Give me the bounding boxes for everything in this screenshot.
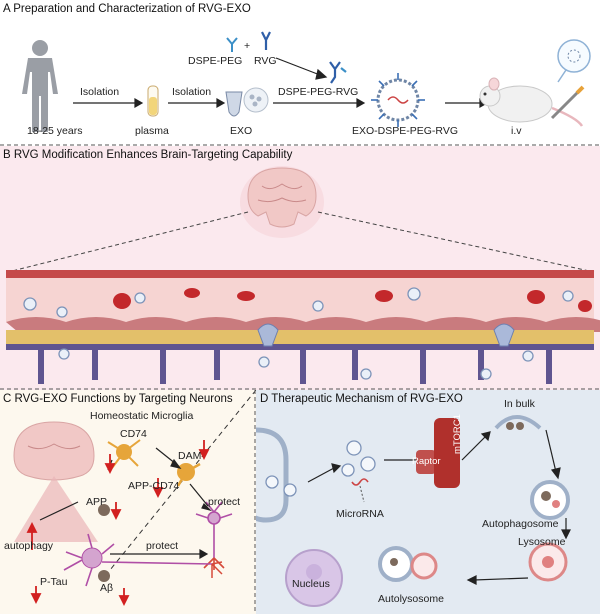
age-label: 18-25 years xyxy=(27,125,83,137)
autophagosome-label: Autophagosome xyxy=(482,518,559,530)
autophagosome-icon xyxy=(530,480,570,520)
in-bulk-label: In bulk xyxy=(504,398,535,410)
panel-a: A Preparation and Characterization of RV… xyxy=(0,0,600,146)
plasma-tube-icon xyxy=(147,85,159,117)
dspe-peg-label: DSPE-PEG xyxy=(188,55,243,67)
homeostatic-microglia-icon xyxy=(107,439,141,469)
raptor-label: Raptor xyxy=(412,456,441,467)
brain-icon xyxy=(240,166,324,238)
microrna-icon xyxy=(351,478,369,486)
exosome-bubble-icon xyxy=(557,39,591,83)
microrna-label: MicroRNA xyxy=(336,508,384,520)
mtorc1-label: mTORC1 xyxy=(452,414,463,454)
diseased-neuron-icon xyxy=(63,533,223,587)
panel-d: D Therapeutic Mechanism of RVG-EXO In bu… xyxy=(256,390,600,614)
syringe-icon xyxy=(550,85,585,120)
cd74-label: CD74 xyxy=(120,428,147,440)
mouse-icon xyxy=(479,77,584,127)
plasma-label: plasma xyxy=(135,125,169,137)
red-blood-cell-icon xyxy=(113,288,592,312)
in-bulk-vesicle-icon xyxy=(494,415,542,430)
iv-label: i.v xyxy=(511,125,522,137)
p-tau-label: P-Tau xyxy=(40,576,68,588)
exo-tube-icon xyxy=(225,87,269,117)
panel-d-title: D Therapeutic Mechanism of RVG-EXO xyxy=(260,393,463,405)
protect-label-1: protect xyxy=(208,496,241,508)
app-cd74-label: APP-CD74 xyxy=(128,480,180,492)
lysosome-icon xyxy=(528,542,568,582)
transcytosis-vesicle-icon xyxy=(257,323,515,347)
panel-b: B RVG Modification Enhances Brain-Target… xyxy=(0,146,600,390)
exo-dspe-peg-rvg-label: EXO-DSPE-PEG-RVG xyxy=(352,125,458,137)
lysosome-label: Lysosome xyxy=(518,536,566,548)
autophagy-label: autophagy xyxy=(4,540,54,552)
engineered-exosome-icon xyxy=(371,73,425,127)
exo-label: EXO xyxy=(230,125,253,137)
panel-a-title: A Preparation and Characterization of RV… xyxy=(3,3,251,15)
nucleus-label: Nucleus xyxy=(292,578,330,590)
mtorc1-complex-icon xyxy=(416,418,460,488)
isolation-label-1: Isolation xyxy=(80,86,120,98)
dspe-peg-rvg-icon xyxy=(329,61,347,84)
nucleus-icon xyxy=(285,549,343,607)
abeta-label: Aβ xyxy=(100,582,114,594)
panel-b-title: B RVG Modification Enhances Brain-Target… xyxy=(3,149,293,161)
neuron-icon xyxy=(195,501,233,570)
panel-b-illustration xyxy=(0,166,600,390)
panel-a-illustration xyxy=(0,31,600,146)
dspe-peg-rvg-label: DSPE-PEG-RVG xyxy=(278,86,359,98)
panel-c: C RVG-EXO Functions by Targeting Neurons… xyxy=(0,390,256,614)
panel-c-title: C RVG-EXO Functions by Targeting Neurons xyxy=(3,393,233,405)
amyloid-plaque-icon xyxy=(98,504,110,582)
autolysosome-label: Autolysosome xyxy=(378,593,444,605)
app-label: APP xyxy=(86,496,108,508)
autolysosome-icon xyxy=(378,546,438,582)
exosome-icon xyxy=(23,287,574,380)
protect-label-2: protect xyxy=(146,540,179,552)
plus-sign: + xyxy=(244,40,251,52)
dspe-peg-icon xyxy=(226,37,238,52)
dam-label: DAM xyxy=(178,450,202,462)
panel-d-illustration xyxy=(256,415,571,607)
brain-small-icon xyxy=(13,421,95,481)
homeostatic-microglia-label: Homeostatic Microglia xyxy=(90,410,194,422)
human-figure-icon xyxy=(22,40,58,132)
exosome-icon xyxy=(265,440,376,497)
rvg-icon xyxy=(261,31,271,50)
isolation-label-2: Isolation xyxy=(172,86,212,98)
rvg-label: RVG xyxy=(254,55,277,67)
panel-c-illustration xyxy=(13,390,256,614)
